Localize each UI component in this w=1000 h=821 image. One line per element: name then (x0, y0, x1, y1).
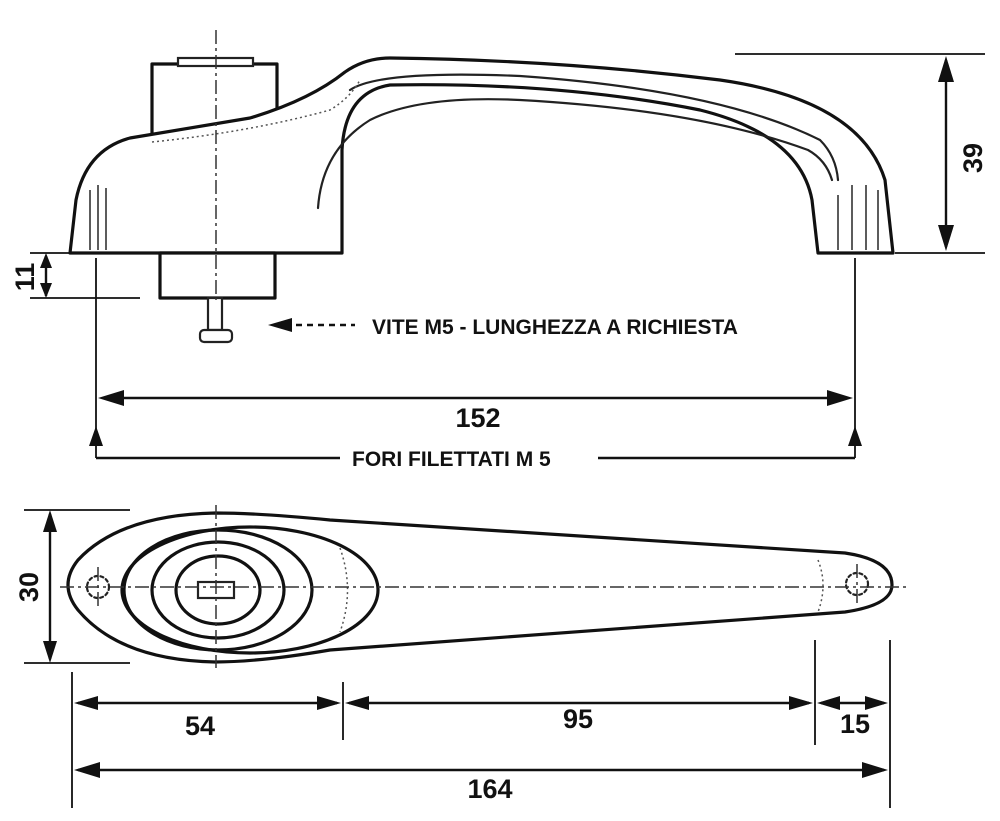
blend-line-end (817, 559, 824, 613)
blend-line (339, 547, 349, 633)
dimension-total-164: 164 (74, 762, 888, 804)
grip-contour-line (316, 98, 834, 210)
dimension-height-39: 39 (735, 53, 988, 254)
side-view (68, 30, 895, 344)
dimension-holes-152: 152 (95, 258, 856, 458)
dimension-base-11: 11 (10, 252, 140, 299)
threaded-holes-note: FORI FILETTATI M 5 (89, 426, 862, 471)
dim-label-39: 39 (958, 143, 988, 173)
dim-label-54: 54 (185, 711, 215, 741)
dim-label-11: 11 (10, 263, 40, 292)
screw-note: VITE M5 - LUNGHEZZA A RICHIESTA (268, 316, 738, 339)
screw-note-text: VITE M5 - LUNGHEZZA A RICHIESTA (372, 316, 738, 339)
base-block (158, 251, 277, 300)
parting-line (151, 79, 361, 143)
cylinder-ring (174, 554, 262, 626)
screw-shank (206, 296, 224, 332)
dim-label-95: 95 (563, 704, 593, 734)
dim-label-152: 152 (455, 403, 500, 433)
threaded-holes-note-text: FORI FILETTATI M 5 (352, 448, 551, 471)
grip-contour-line-2 (348, 73, 840, 182)
rosette-inner (150, 540, 286, 640)
end-hatching (89, 185, 879, 250)
dim-label-164: 164 (467, 774, 512, 804)
dim-label-15: 15 (840, 709, 870, 739)
dimension-width-30: 30 (14, 509, 130, 664)
rosette-middle (122, 528, 314, 652)
dim-label-30: 30 (14, 572, 44, 602)
handle-body (68, 56, 895, 255)
top-view (60, 505, 910, 668)
rosette-outer (120, 525, 380, 655)
screw-head (198, 328, 234, 344)
dimension-chain: 54 95 15 (71, 640, 891, 808)
